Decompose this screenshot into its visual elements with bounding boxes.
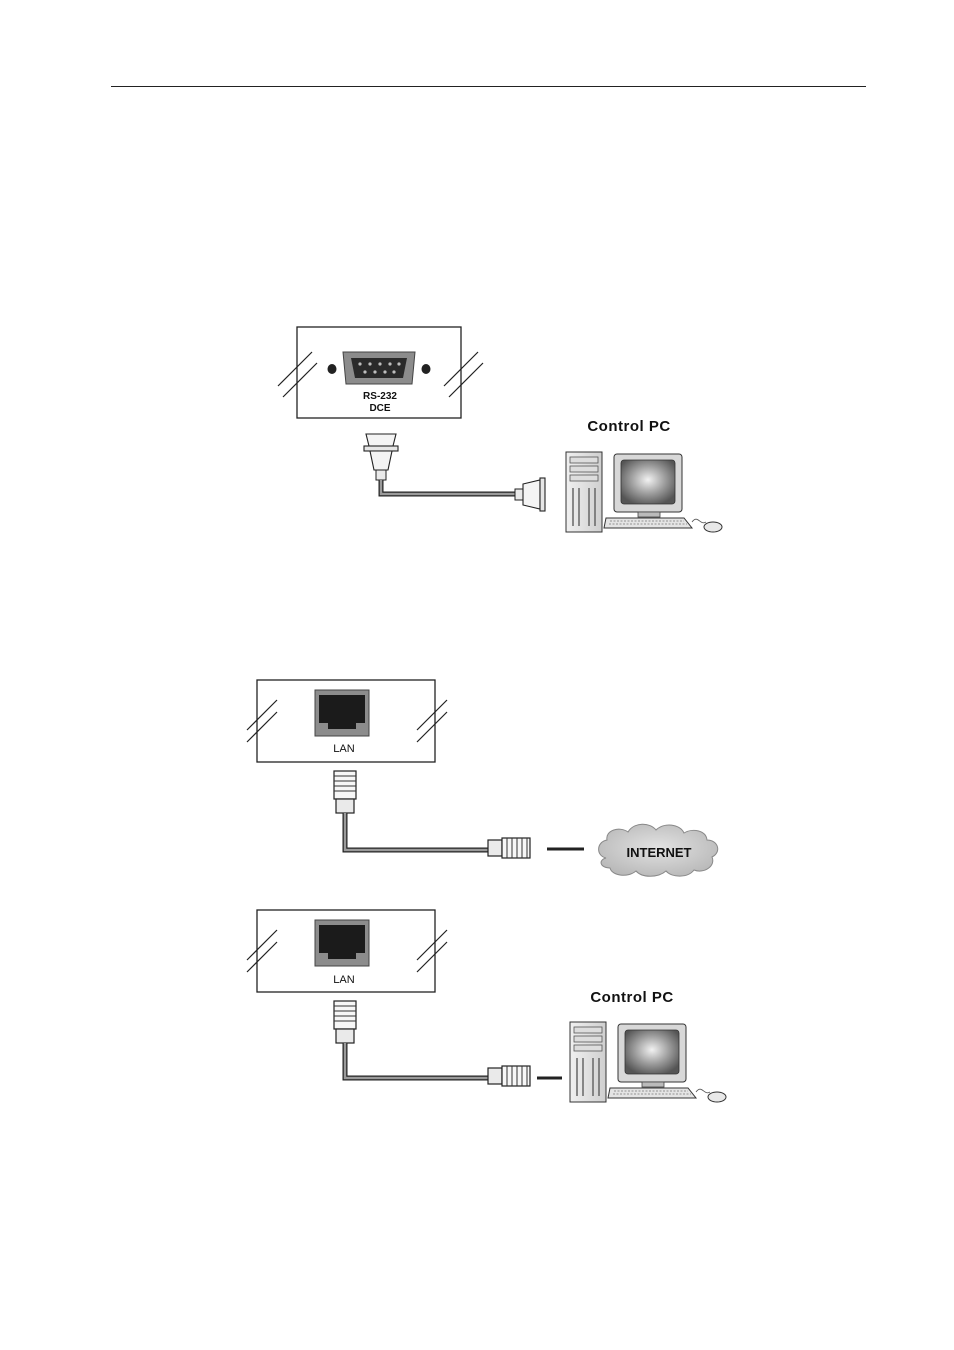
control-pc-2-icon xyxy=(570,1022,726,1102)
internet-label: INTERNET xyxy=(627,845,692,860)
lan-cable-1 xyxy=(345,813,490,850)
lan-label-1: LAN xyxy=(333,743,354,755)
rs232-label: RS-232 xyxy=(363,391,397,402)
dce-label: DCE xyxy=(369,403,390,414)
lan-pc-diagram: LAN Control PC xyxy=(247,910,726,1102)
db9-plug-horizontal xyxy=(515,478,545,511)
rs232-diagram: RS-232 DCE Control PC xyxy=(278,327,722,532)
rj45-plug-horizontal-1-icon xyxy=(488,838,530,858)
screw-left-icon xyxy=(328,364,337,374)
control-pc-1-icon xyxy=(566,452,722,532)
lan-cable-2 xyxy=(345,1043,490,1078)
lan-internet-diagram: LAN INTERNET xyxy=(247,680,718,876)
control-pc-label-2: Control PC xyxy=(590,989,673,1006)
lan-label-2: LAN xyxy=(333,974,354,986)
serial-cable xyxy=(381,480,518,494)
rj45-plug-vertical-2-icon xyxy=(334,1001,356,1043)
control-pc-label-1: Control PC xyxy=(587,418,670,435)
rj45-plug-horizontal-2-icon xyxy=(488,1066,530,1086)
screw-right-icon xyxy=(422,364,431,374)
rj45-plug-vertical-1-icon xyxy=(334,771,356,813)
db9-plug-vertical xyxy=(364,434,398,480)
